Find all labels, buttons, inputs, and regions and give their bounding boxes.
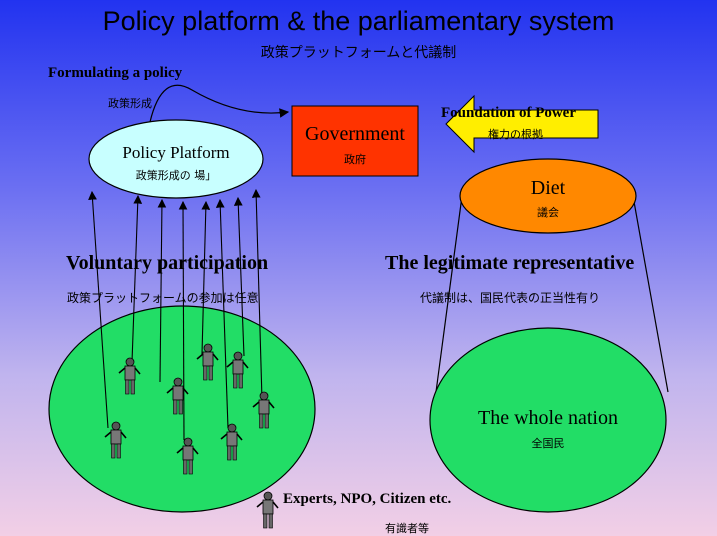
whole-nation-jp-label: 全国民 [531,437,565,450]
voluntary-jp-label: 政策プラットフォームの参加は任意 [67,291,259,305]
diet-jp-label: 議会 [537,206,559,219]
participation-arrow [178,200,188,441]
diet-shape [459,158,637,234]
formulating-jp-label: 政策形成 [108,97,152,110]
voluntary-label: Voluntary participation [66,252,269,274]
experts-label: Experts, NPO, Citizen etc. [283,491,452,507]
diagram-subtitle: 政策プラットフォームと代議制 [260,45,457,61]
formulating-label: Formulating a policy [48,65,183,81]
participation-arrows [88,188,263,441]
foundation-jp-label: 権力の根拠 [488,128,543,141]
foundation-arrow [445,94,599,154]
experts-jp-label: 有識者等 [385,522,429,535]
diet-label: Diet [530,177,566,199]
whole-nation-label: The whole nation [478,407,618,429]
policy-platform-shape [88,119,264,199]
participation-arrow [88,190,109,429]
legitimate-jp-label: 代議制は、国民代表の正当性有り [420,291,601,305]
funnel-line-right [632,195,669,393]
expert-person-icon [256,491,279,529]
whole-nation-shape [429,327,667,513]
policy-platform-label: Policy Platform [122,143,230,162]
participation-arrow [251,188,263,401]
government-label: Government [305,123,405,145]
formulating-arrow [149,84,290,123]
funnel-line-left [435,195,463,393]
participation-arrow [157,198,167,383]
government-jp-label: 政府 [344,153,366,166]
government-box [291,105,419,177]
participation-arrow [131,194,143,363]
participation-arrow [201,200,211,355]
participation-arrow [215,198,229,429]
legitimate-label: The legitimate representative [385,252,635,274]
participation-arrow [233,196,245,357]
foundation-label: Foundation of Power [441,105,576,121]
diagram-title: Policy platform & the parliamentary syst… [102,6,615,36]
policy-platform-jp-label: 政策形成の 場」 [135,169,217,182]
